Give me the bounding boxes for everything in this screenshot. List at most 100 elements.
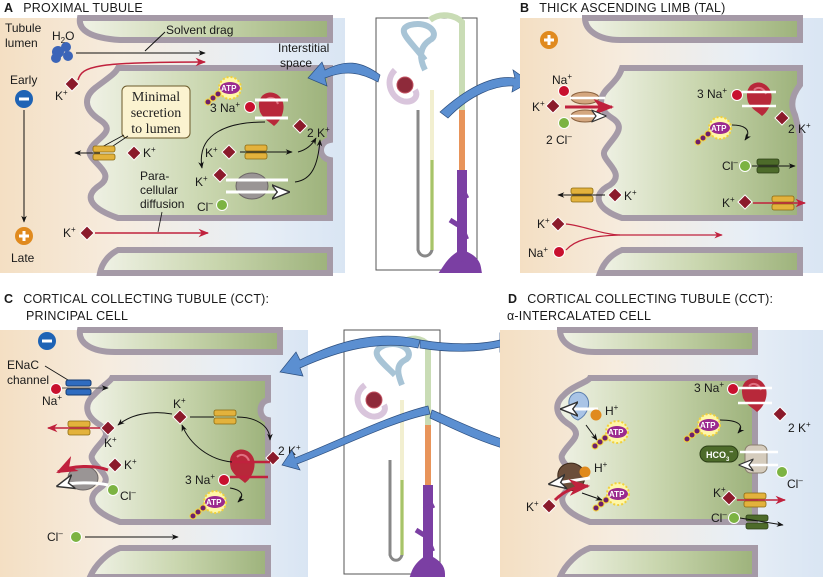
enac-channel bbox=[65, 379, 92, 396]
chloride-ion-icon bbox=[107, 484, 119, 496]
negative-charge-icon bbox=[38, 332, 56, 350]
sodium-ion-icon bbox=[218, 474, 230, 486]
k-into-cell-arrow bbox=[181, 424, 233, 463]
h-label: H+ bbox=[605, 403, 619, 418]
lower-cell bbox=[96, 247, 333, 276]
chloride-ion-icon bbox=[739, 160, 751, 172]
enac-label-line1: ENaC bbox=[7, 358, 39, 372]
cl-label: Cl– bbox=[47, 529, 63, 544]
k-label: K+ bbox=[55, 88, 68, 103]
cl-label: Cl– bbox=[120, 488, 136, 503]
k-label: K+ bbox=[124, 457, 137, 472]
ae1-flux-arrows bbox=[740, 452, 778, 465]
k-solvent-drag-arrow bbox=[77, 57, 207, 81]
kcl-cotransporter bbox=[67, 465, 99, 491]
sodium-ion-icon bbox=[727, 383, 739, 395]
pump-flux-arrows bbox=[255, 98, 288, 120]
pump-flux-arrows bbox=[230, 460, 270, 479]
positive-charge-icon bbox=[540, 31, 558, 49]
2cl-label: 2 Cl– bbox=[546, 132, 572, 147]
k-label: K+ bbox=[526, 499, 539, 514]
chloride-ion-icon bbox=[728, 512, 740, 524]
cl-label: Cl– bbox=[711, 510, 727, 525]
atp-arrow bbox=[581, 492, 603, 501]
late-label: Late bbox=[11, 251, 35, 265]
kcl-flux-arrows bbox=[226, 180, 288, 192]
paracellular-label-line1: Para- bbox=[140, 169, 169, 183]
atp-hydrolysis-arrow bbox=[229, 487, 245, 503]
cl-label: Cl– bbox=[787, 476, 803, 491]
atp-label: ATP bbox=[609, 490, 625, 499]
k-label: K+ bbox=[173, 396, 186, 411]
proton-icon bbox=[579, 466, 591, 478]
cl-efflux-arrow bbox=[58, 483, 109, 486]
chloride-ion-icon bbox=[776, 466, 788, 478]
k-label: K+ bbox=[205, 145, 218, 160]
k-label: K+ bbox=[104, 435, 117, 450]
arrow-to-panel-c bbox=[281, 405, 431, 471]
3na-label: 3 Na+ bbox=[697, 86, 727, 101]
cl-label: Cl– bbox=[197, 199, 213, 214]
atp-label: ATP bbox=[221, 84, 237, 93]
svg-text:to lumen: to lumen bbox=[131, 122, 180, 137]
k-label: K+ bbox=[143, 145, 156, 160]
nkcc2-white-arrows bbox=[570, 96, 605, 116]
k-converge-arrow-2 bbox=[294, 139, 323, 183]
chloride-ion-icon bbox=[558, 117, 570, 129]
sodium-ion-icon bbox=[553, 246, 565, 258]
3na-label: 3 Na+ bbox=[694, 380, 724, 395]
pump-flux-arrows bbox=[738, 386, 772, 405]
kcl-cotransporter bbox=[235, 172, 269, 200]
chloride-ion-icon bbox=[216, 199, 228, 211]
negative-charge-icon bbox=[15, 90, 33, 108]
nephron-schematic-top bbox=[375, 12, 482, 273]
atp-label: ATP bbox=[711, 124, 727, 133]
na-label: Na+ bbox=[552, 72, 572, 87]
2k-label: 2 K+ bbox=[788, 121, 811, 136]
h2o-molecule-icon bbox=[51, 42, 73, 63]
sodium-ion-icon bbox=[244, 101, 256, 113]
k-label: K+ bbox=[722, 195, 735, 210]
sodium-ion-icon bbox=[558, 85, 570, 97]
tubule-lumen-label-line1: Tubule bbox=[5, 21, 42, 35]
paracellular-label-line3: diffusion bbox=[140, 197, 184, 211]
interstitial-label-line1: Interstitial bbox=[278, 41, 329, 55]
atp-label: ATP bbox=[700, 421, 716, 430]
atp-label: ATP bbox=[608, 428, 624, 437]
solvent-drag-leader bbox=[144, 31, 166, 52]
h-label: H+ bbox=[594, 460, 608, 475]
svg-text:Minimal: Minimal bbox=[132, 90, 180, 105]
h2o-label: H2O bbox=[52, 29, 74, 45]
k-reabsorption-arrow bbox=[553, 479, 591, 502]
cl-label: Cl– bbox=[722, 158, 738, 173]
k-label: K+ bbox=[624, 188, 637, 203]
3na-label: 3 Na+ bbox=[185, 472, 215, 487]
k-to-apical-arrow bbox=[117, 412, 173, 426]
arrow-to-panel-c-top bbox=[279, 335, 421, 377]
atp-hydrolysis-arrow bbox=[731, 124, 751, 141]
panel-c-title-line2: PRINCIPAL CELL bbox=[26, 309, 128, 323]
bicarbonate-icon: HCO3– bbox=[699, 445, 739, 463]
proton-icon bbox=[590, 409, 602, 421]
cl-efflux-arrow bbox=[739, 517, 784, 527]
nephron-schematic-bottom bbox=[343, 329, 446, 577]
pump-flux-arrows bbox=[742, 90, 776, 108]
na-label: Na+ bbox=[42, 393, 62, 408]
k-label: K+ bbox=[63, 225, 76, 240]
2k-label: 2 K+ bbox=[788, 420, 811, 435]
arrow-to-panel-a bbox=[307, 61, 381, 87]
tubule-lumen-label-line2: lumen bbox=[5, 36, 38, 50]
k-recycle-arrow bbox=[236, 416, 273, 441]
chloride-ion-icon bbox=[70, 531, 82, 543]
paracellular-na-arrow bbox=[565, 234, 621, 251]
atp-label: ATP bbox=[206, 498, 222, 507]
k-recycle-arrow bbox=[198, 121, 266, 169]
sodium-ion-icon bbox=[731, 89, 743, 101]
